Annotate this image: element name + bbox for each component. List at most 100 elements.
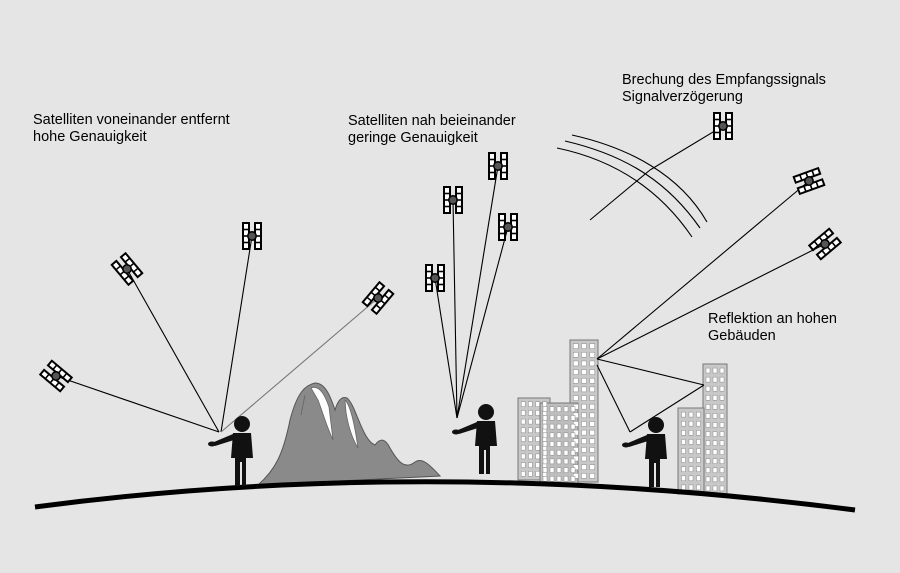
- building-window: [681, 430, 686, 436]
- building-window: [542, 449, 548, 456]
- building-window: [520, 427, 526, 434]
- building-window: [570, 441, 576, 447]
- label-far-satellites-line1: Satelliten voneinander entfernt: [33, 112, 230, 128]
- building-window: [681, 475, 686, 482]
- building-window: [696, 439, 701, 445]
- building-window: [573, 343, 579, 349]
- building-window: [570, 423, 576, 430]
- building-window: [563, 415, 569, 421]
- building-window: [581, 369, 587, 375]
- building-window: [696, 430, 701, 436]
- building-window: [712, 476, 718, 483]
- building-window: [719, 449, 725, 455]
- building-window: [688, 484, 694, 491]
- building-window: [535, 444, 540, 451]
- building-window: [712, 449, 718, 455]
- label-near-satellites-line1: Satelliten nah beieinander: [348, 113, 516, 129]
- building-window: [573, 455, 579, 462]
- label-reflection-line1: Reflektion an hohen: [708, 311, 837, 327]
- satellite-icons: [39, 112, 842, 393]
- building-window: [696, 420, 701, 427]
- building-window: [696, 448, 701, 454]
- building-window: [520, 401, 526, 407]
- buildings-center: [517, 339, 599, 486]
- building-window: [719, 476, 725, 483]
- building-window: [542, 476, 548, 482]
- building-window: [535, 410, 540, 416]
- building-window: [696, 475, 701, 482]
- building-window: [549, 406, 555, 412]
- building-window: [688, 439, 694, 445]
- building-window: [556, 458, 562, 465]
- building-window: [589, 438, 595, 445]
- satellite-icon: [808, 227, 842, 261]
- building-window: [705, 467, 711, 474]
- building-window: [573, 352, 579, 358]
- building-window: [681, 457, 686, 463]
- building-window: [556, 449, 562, 456]
- building-window: [556, 423, 562, 430]
- building-window: [542, 415, 548, 421]
- building-window: [589, 464, 595, 470]
- satellite-icon: [713, 112, 733, 140]
- building-window: [570, 476, 576, 482]
- building-window: [542, 458, 548, 465]
- building-window: [570, 432, 576, 439]
- building-window: [705, 440, 711, 446]
- building-window: [573, 386, 579, 393]
- building-window: [528, 462, 533, 468]
- satellite-icon: [242, 222, 262, 250]
- building-window: [542, 401, 548, 407]
- building-window: [688, 457, 694, 463]
- label-reflection-line2: Gebäuden: [708, 328, 776, 344]
- building-window: [688, 466, 694, 472]
- building-window: [573, 473, 579, 479]
- building-window: [581, 473, 587, 479]
- satellite-icon: [792, 167, 826, 195]
- building-window: [581, 377, 587, 384]
- building-window: [705, 376, 711, 383]
- building-window: [719, 467, 725, 474]
- building-window: [712, 431, 718, 437]
- building-window: [681, 411, 686, 418]
- building-window: [719, 458, 725, 464]
- building-window: [589, 473, 595, 479]
- building-window: [719, 440, 725, 446]
- building-window: [520, 453, 526, 460]
- building-window: [570, 406, 576, 412]
- label-far-satellites-line2: hohe Genauigkeit: [33, 129, 147, 145]
- building-window: [549, 441, 555, 447]
- building-window: [570, 458, 576, 465]
- building-window: [549, 476, 555, 482]
- building-window: [681, 448, 686, 454]
- building-window: [712, 467, 718, 474]
- building-window: [712, 485, 718, 492]
- person-with-receiver-icon: [452, 404, 497, 474]
- building-window: [581, 464, 587, 470]
- building-window: [719, 404, 725, 410]
- building-window: [573, 464, 579, 470]
- building-window: [589, 421, 595, 427]
- building-window: [719, 376, 725, 383]
- building-window: [696, 411, 701, 418]
- building-window: [573, 360, 579, 367]
- building-window: [589, 352, 595, 358]
- building-window: [589, 343, 595, 349]
- building-window: [581, 421, 587, 427]
- building-window: [688, 475, 694, 482]
- building-window: [520, 436, 526, 442]
- building-window: [589, 377, 595, 384]
- building-window: [563, 441, 569, 447]
- building-window: [581, 395, 587, 401]
- label-refraction-line1: Brechung des Empfangssignals: [622, 72, 826, 88]
- building-window: [719, 395, 725, 401]
- building-window: [681, 420, 686, 427]
- building-window: [563, 467, 569, 473]
- building-window: [563, 449, 569, 456]
- building-window: [573, 377, 579, 384]
- building-window: [719, 385, 725, 392]
- building-window: [535, 436, 540, 442]
- rays-reflection: [596, 180, 826, 433]
